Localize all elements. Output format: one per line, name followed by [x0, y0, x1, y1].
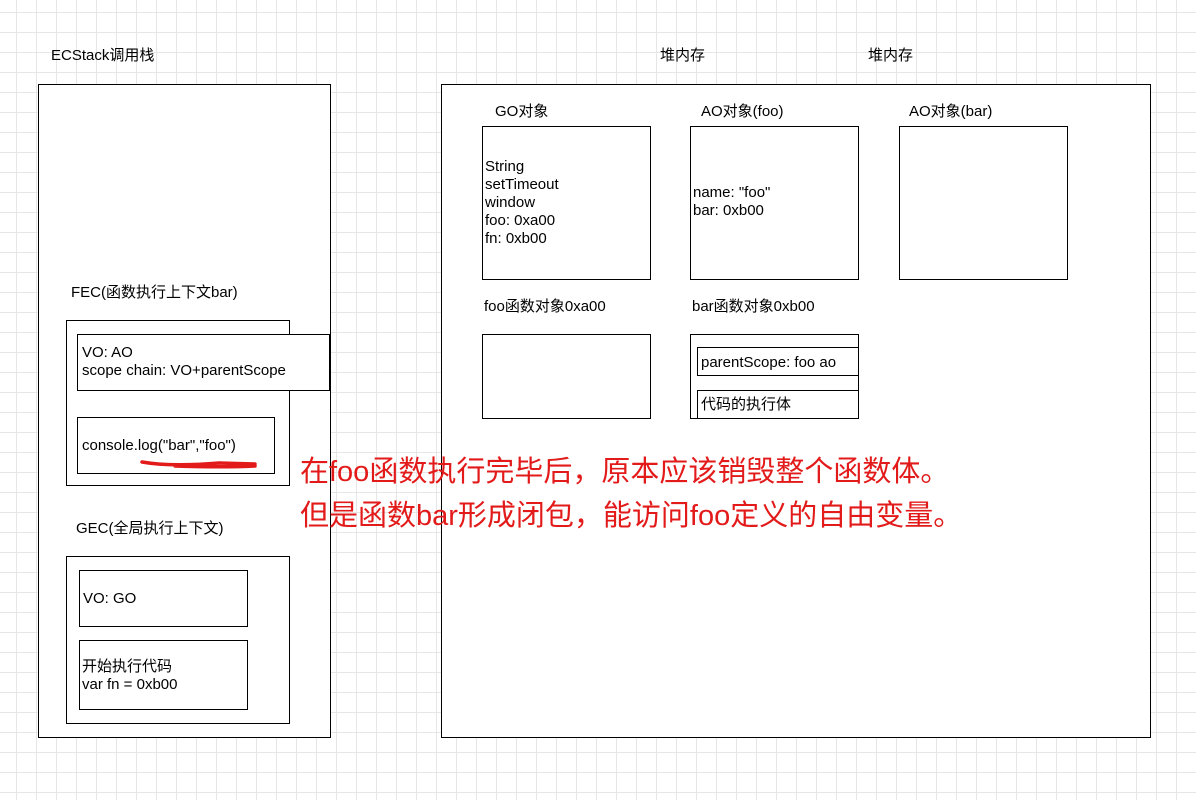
gec-vo-text: VO: GO	[83, 590, 137, 607]
ao-foo-text: name: "foo" bar: 0xb00	[693, 184, 771, 219]
gec-code-box	[79, 640, 248, 710]
bar-code-body-text: 代码的执行体	[701, 396, 792, 413]
bar-function-label: bar函数对象0xb00	[692, 298, 815, 315]
go-object-text: String setTimeout window foo: 0xa00 fn: …	[485, 158, 559, 247]
heap-title-1: 堆内存	[660, 47, 706, 64]
ao-foo-label: AO对象(foo)	[701, 103, 784, 120]
red-underline	[140, 460, 257, 469]
fec-vo-text: VO: AO scope chain: VO+parentScope	[82, 344, 286, 379]
fec-vo-box	[77, 334, 330, 391]
ecstack-title: ECStack调用栈	[51, 47, 155, 64]
bar-code-body-box	[697, 390, 859, 419]
go-label: GO对象	[495, 103, 549, 120]
heap-title-2: 堆内存	[868, 47, 914, 64]
fec-code-text: console.log("bar","foo")	[82, 437, 236, 454]
gec-vo-box	[79, 570, 248, 627]
go-object-box	[482, 126, 651, 280]
annotation-line-2: 但是函数bar形成闭包，能访问foo定义的自由变量。	[300, 500, 963, 532]
gec-label: GEC(全局执行上下文)	[76, 520, 224, 537]
ao-bar-box	[899, 126, 1068, 280]
bar-parent-scope-box	[697, 347, 859, 376]
ao-bar-label: AO对象(bar)	[909, 103, 993, 120]
fec-label: FEC(函数执行上下文bar)	[71, 284, 238, 301]
foo-function-box	[482, 334, 651, 419]
foo-function-label: foo函数对象0xa00	[484, 298, 606, 315]
ao-foo-box	[690, 126, 859, 280]
annotation-line-1: 在foo函数执行完毕后，原本应该销毁整个函数体。	[300, 456, 950, 488]
bar-parent-scope-text: parentScope: foo ao	[701, 354, 837, 371]
gec-code-text: 开始执行代码 var fn = 0xb00	[82, 658, 178, 693]
